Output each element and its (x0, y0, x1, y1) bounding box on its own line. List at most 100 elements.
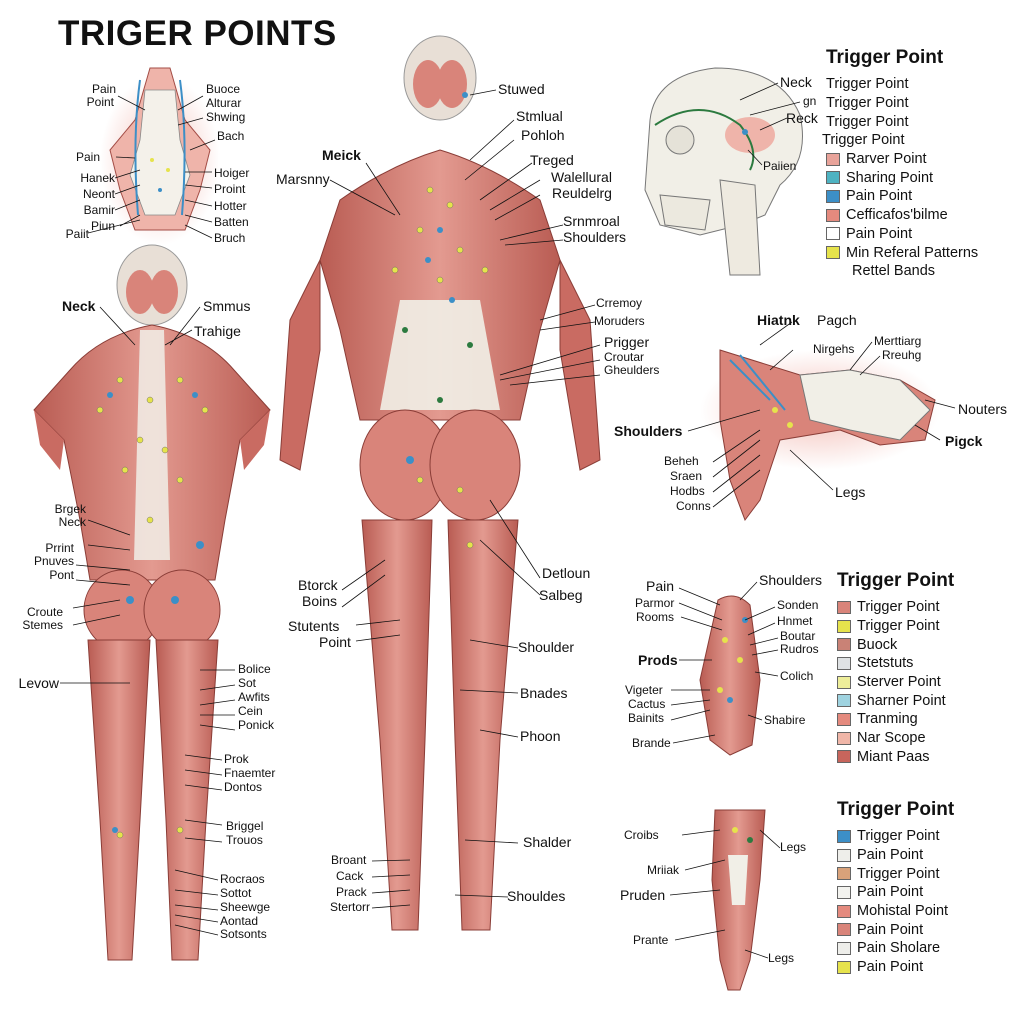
center-label-shoulders: Shoulders (563, 229, 627, 245)
skull-label-paiien: Paiien (763, 159, 797, 173)
arm-legend-title: Trigger Point (837, 570, 955, 591)
leg-legend-item: Trigger Point (837, 864, 954, 883)
skull-legend-item: Pain Point (826, 225, 978, 244)
neck-label-hoiger: Hoiger (214, 166, 250, 180)
legend-swatch (837, 923, 851, 937)
back-label-dontos: Dontos (224, 780, 263, 794)
shoulder-label-conns: Conns (676, 499, 711, 513)
center-label-stmlual: Stmlual (516, 108, 563, 124)
back-label-pnuves: Pnuves (33, 554, 74, 568)
neck-label-proint: Proint (214, 182, 246, 196)
center-label-croutar: Croutar (604, 350, 645, 364)
skull-legend-plain-3: Trigger Point (826, 113, 909, 130)
leg-label-mriiak: Mriiak (647, 863, 679, 877)
arm-legend-item: Trigger Point (837, 617, 954, 636)
neck-label-bach: Bach (217, 129, 245, 143)
arm-label-cactus: Cactus (628, 697, 666, 711)
legend-swatch (837, 731, 851, 745)
leg-legend-item: Mohistal Point (837, 902, 954, 921)
legend-swatch (826, 171, 840, 185)
arm-label-rudros: Rudros (780, 642, 819, 656)
skull-legend-item: Rettel Bands (826, 262, 978, 281)
center-label-bnades: Bnades (520, 685, 568, 701)
back-label-prok: Prok (224, 752, 249, 766)
arm-label-prods: Prods (638, 652, 678, 668)
legend-item-label: Mohistal Point (857, 903, 949, 920)
shoulder-label-merttiarg: Merttiarg (874, 334, 922, 348)
skull-label-reck: Reck (786, 110, 818, 126)
legend-item-label: Pain Point (857, 959, 924, 976)
back-label-stemes: Stemes (22, 618, 63, 632)
center-label-gheulders: Gheulders (604, 363, 660, 377)
neck-label-paiit: Paiit (65, 227, 89, 241)
back-label-aontad: Aontad (220, 914, 259, 928)
back-label-pont: Pont (49, 568, 74, 582)
legend-item-label: Miant Paas (857, 748, 930, 765)
back-label-fnaemter: Fnaemter (224, 766, 276, 780)
arm-legend-item: Nar Scope (837, 729, 954, 748)
legend-swatch (826, 246, 840, 260)
leg-label-prante: Prante (633, 933, 669, 947)
legend-item-label: Pain Point (857, 884, 924, 901)
legend-swatch (837, 656, 851, 670)
center-label-srnmroal: Srnmroal (563, 213, 620, 229)
center-label-stuwed: Stuwed (498, 81, 545, 97)
skull-legend-plain-1: Trigger Point (826, 76, 909, 93)
shoulder-label-hodbs: Hodbs (670, 484, 705, 498)
leg-label-legs: Legs (780, 840, 807, 854)
center-label-cack: Cack (336, 869, 364, 883)
legend-item-label: Tranming (857, 711, 918, 728)
center-label-detloun: Detloun (542, 565, 591, 581)
legend-swatch (826, 227, 840, 241)
center-label-stertorr: Stertorr (330, 900, 371, 914)
leg-legend-item: Pain Point (837, 958, 954, 977)
legend-item-label: Pain Point (846, 188, 913, 205)
back-label-bolice: Bolice (238, 662, 271, 676)
leg-legend-item: Trigger Point (837, 827, 954, 846)
arm-label-brande: Brande (632, 736, 671, 750)
back-label-brgek: Brgek (54, 502, 86, 516)
back-label-neck-2: Neck (58, 515, 86, 529)
legend-swatch (837, 638, 851, 652)
back-label-sot: Sot (238, 676, 257, 690)
neck-panel-art (100, 67, 220, 245)
shoulder-label-pagch: Pagch (817, 312, 857, 328)
shoulder-label-sraen: Sraen (670, 469, 703, 483)
arm-legend-item: Trigger Point (837, 598, 954, 617)
center-label-broant: Broant (331, 853, 367, 867)
back-label-sheewge: Sheewge (220, 900, 271, 914)
leg-label-pruden: Pruden (620, 887, 666, 903)
skull-legend: Trigger Point Trigger Point Trigger Poin… (822, 47, 978, 281)
legend-item-label: Cefficafos'bilme (846, 207, 948, 224)
skull-legend-item: Cefficafos'bilme (826, 206, 978, 225)
leg-legend: Trigger Point Trigger Point Pain Point T… (837, 799, 954, 977)
leg-legend-item: Pain Point (837, 846, 954, 865)
back-label-sottot: Sottot (220, 886, 252, 900)
center-label-btorck: Btorck (298, 577, 338, 593)
shoulder-label-nouters: Nouters (958, 401, 1008, 417)
neck-label-bruch: Bruch (214, 231, 246, 245)
center-label-treged: Treged (530, 152, 574, 168)
page-title: TRIGER POINTS (58, 14, 337, 53)
shoulder-label-shoulders: Shoulders (614, 423, 683, 439)
shoulder-label-pigck: Pigck (945, 433, 983, 449)
center-label-meick: Meick (322, 147, 361, 163)
leg-legend-item: Pain Point (837, 883, 954, 902)
legend-swatch (837, 829, 851, 843)
arm-label-shabire: Shabire (764, 713, 806, 727)
legend-item-label: Stetstuts (857, 655, 914, 672)
center-label-marsnny: Marsnny (276, 171, 330, 187)
shoulder-label-hiatnk: Hiatnk (757, 312, 800, 328)
center-label-prack: Prack (336, 885, 367, 899)
legend-swatch (837, 941, 851, 955)
leg-label-croibs: Croibs (624, 828, 659, 842)
center-label-shoulder: Shoulder (518, 639, 575, 655)
legend-item-label: Pain Point (857, 921, 924, 938)
neck-label-shwing: Shwing (206, 110, 246, 124)
legend-swatch (826, 189, 840, 203)
legend-item-label: Sterver Point (857, 674, 941, 691)
skull-panel-art (644, 67, 803, 276)
center-label-prigger: Prigger (604, 334, 650, 350)
arm-label-rooms: Rooms (636, 610, 675, 624)
neck-label-hanek: Hanek (80, 171, 115, 185)
